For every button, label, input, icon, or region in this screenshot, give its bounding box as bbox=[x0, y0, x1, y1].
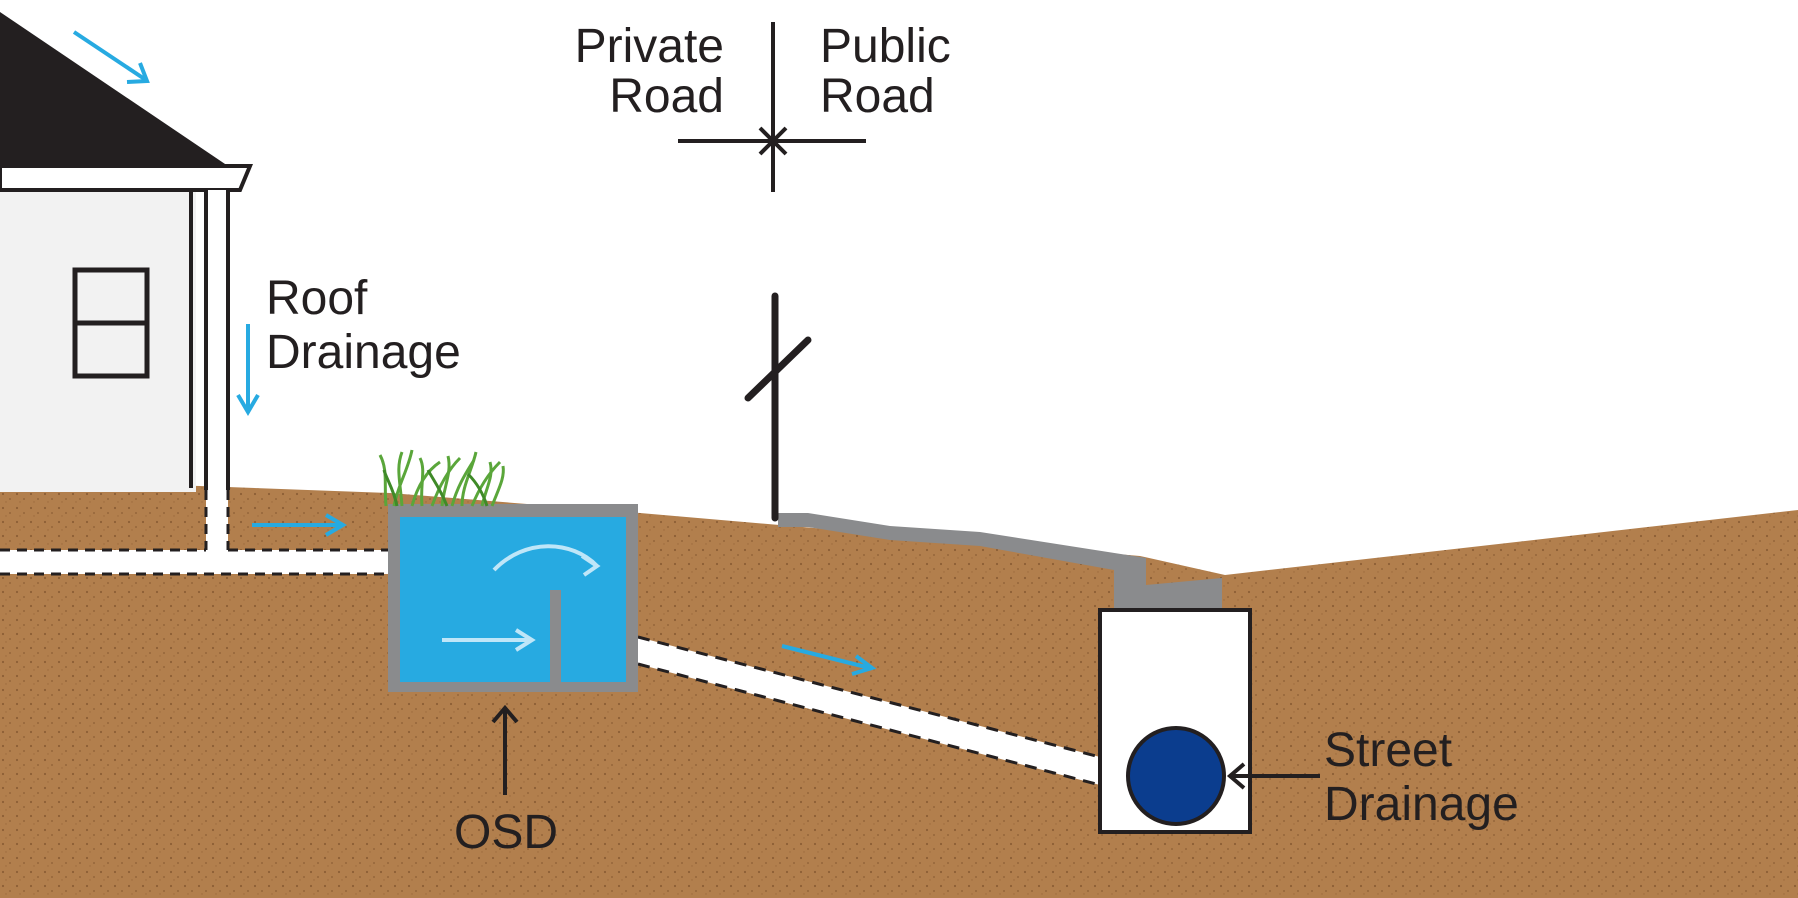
stormwater-pipe-icon bbox=[637, 635, 1101, 787]
osd-water bbox=[400, 517, 626, 682]
private-road-label-line2: Road bbox=[609, 70, 724, 123]
weir-icon bbox=[550, 590, 561, 682]
street-drainage-callout-arrow bbox=[1226, 762, 1320, 790]
street-pit-icon bbox=[1098, 608, 1252, 834]
sign-post-icon bbox=[744, 292, 812, 522]
flow-arrow-icon bbox=[72, 30, 877, 676]
boundary-marker-icon bbox=[678, 22, 866, 192]
street-drainage-label-line1: Street bbox=[1324, 724, 1452, 777]
house-icon bbox=[0, 12, 253, 492]
street-drainage-label-line2: Drainage bbox=[1324, 778, 1519, 831]
downpipe-icon bbox=[204, 190, 230, 490]
downpipe-connection-pipe bbox=[0, 490, 390, 576]
public-road-label-line1: Public bbox=[820, 20, 951, 73]
osd-label: OSD bbox=[454, 806, 558, 859]
public-road-label-line2: Road bbox=[820, 70, 935, 123]
kerb-icon bbox=[778, 513, 1222, 612]
street-drainage-pipe-icon bbox=[1126, 726, 1226, 826]
roof-drainage-label-line2: Drainage bbox=[266, 326, 461, 379]
roof-icon bbox=[0, 12, 228, 166]
osd-callout-arrow bbox=[491, 704, 519, 795]
house-wall bbox=[0, 192, 196, 492]
private-road-label-line1: Private bbox=[575, 20, 724, 73]
osd-tank-icon bbox=[388, 504, 638, 692]
roof-drainage-label-line1: Roof bbox=[266, 272, 368, 325]
gutter bbox=[0, 164, 253, 192]
grass-icon bbox=[378, 449, 505, 507]
